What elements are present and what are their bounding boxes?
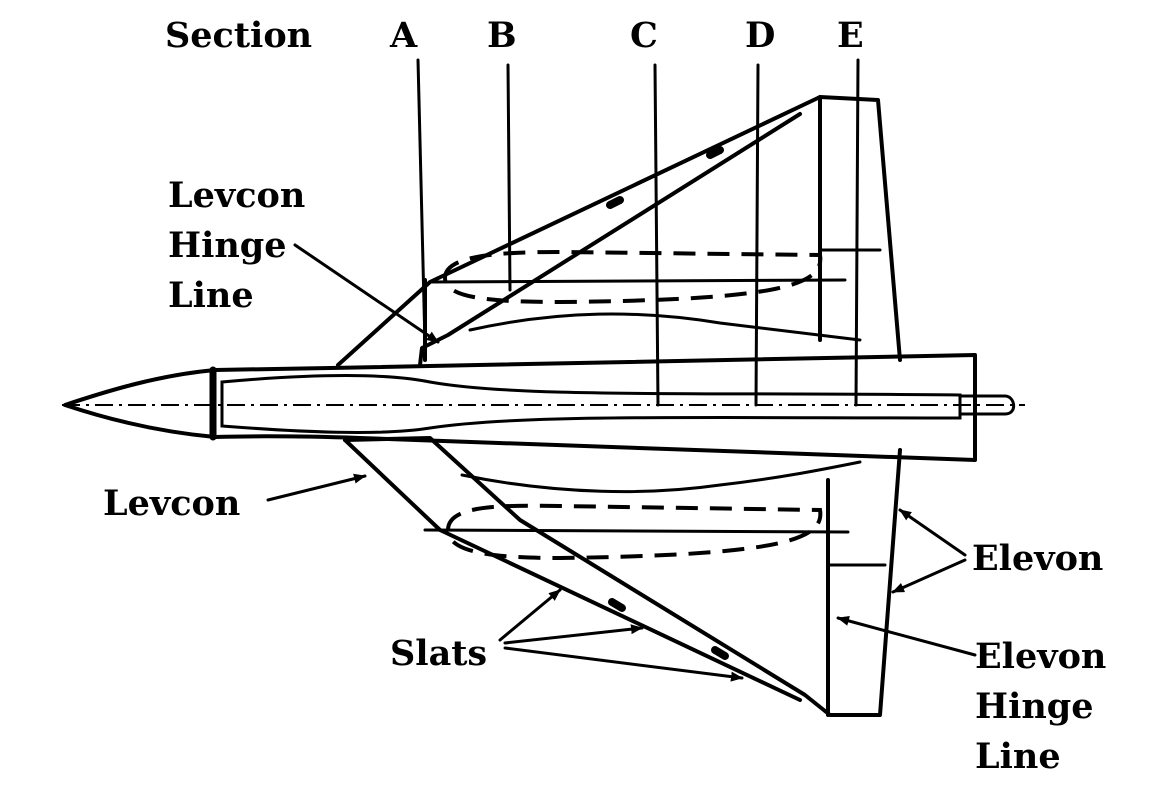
section-label: Section — [165, 15, 312, 56]
elevon-hinge-label-line2: Hinge — [975, 686, 1094, 727]
elevon-label: Elevon — [972, 538, 1103, 579]
levcon-label: Levcon — [103, 483, 240, 524]
levcon-hinge-label-line2: Hinge — [168, 225, 287, 266]
section-b-label: B — [487, 15, 517, 56]
elevon-hinge-label-line1: Elevon — [975, 636, 1106, 677]
lower-wing — [343, 436, 902, 717]
section-c-label: C — [630, 15, 658, 56]
leader-lines — [266, 243, 977, 682]
upper-wing — [336, 95, 902, 367]
fuselage — [62, 353, 1025, 462]
section-lines — [416, 58, 860, 407]
levcon-hinge-label-line1: Levcon — [168, 175, 305, 216]
slats-label: Slats — [390, 633, 487, 674]
section-a-label: A — [389, 15, 418, 56]
section-d-label: D — [745, 15, 775, 56]
section-e-label: E — [837, 15, 864, 56]
elevon-hinge-label-line3: Line — [975, 736, 1061, 777]
levcon-hinge-label-line3: Line — [168, 275, 254, 316]
